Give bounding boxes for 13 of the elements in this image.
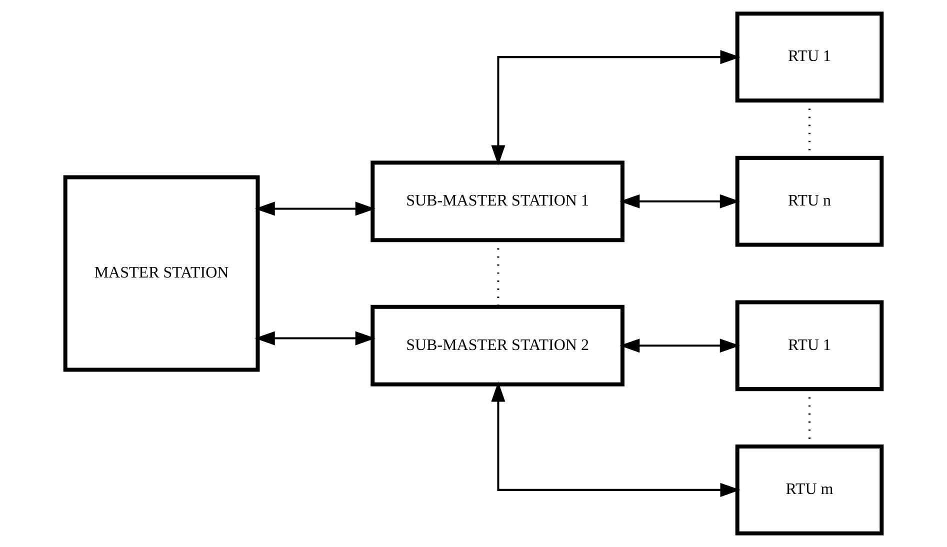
arrow bbox=[491, 50, 740, 166]
node-box: SUB-MASTER STATION 1 bbox=[370, 160, 624, 242]
node-box: RTU 1 bbox=[735, 300, 884, 392]
arrow bbox=[254, 331, 376, 346]
arrow bbox=[620, 194, 740, 208]
node-box: SUB-MASTER STATION 2 bbox=[370, 304, 624, 386]
arrow bbox=[491, 382, 740, 497]
node-box: RTU n bbox=[735, 156, 884, 247]
node-box: RTU m bbox=[735, 444, 884, 536]
arrow bbox=[620, 338, 740, 353]
node-box: MASTER STATION bbox=[63, 175, 260, 372]
arrow bbox=[254, 202, 376, 216]
node-box: RTU 1 bbox=[735, 12, 884, 102]
